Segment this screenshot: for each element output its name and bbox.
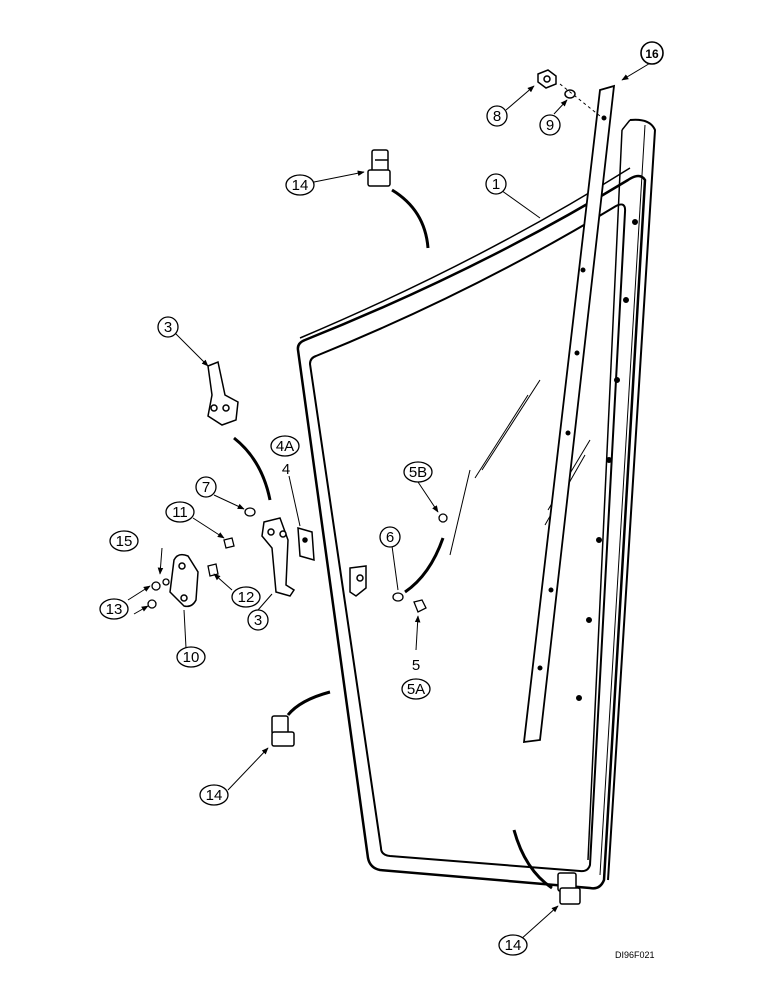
door-glass-panel	[296, 118, 657, 890]
svg-text:5: 5	[412, 657, 420, 674]
svg-text:8: 8	[493, 108, 501, 125]
hinge-part-lower	[261, 517, 296, 597]
callout-10: 10	[176, 646, 206, 668]
seal-strip	[522, 84, 638, 744]
svg-text:16: 16	[645, 47, 659, 61]
svg-text:13: 13	[106, 601, 123, 618]
callout-11: 11	[165, 501, 195, 523]
callout-16: 16	[640, 41, 664, 65]
callout-5b: 5B	[403, 461, 433, 483]
svg-text:3: 3	[164, 319, 172, 336]
nut-part	[537, 69, 557, 89]
callout-4: 4	[282, 461, 290, 478]
svg-text:11: 11	[172, 504, 188, 521]
svg-text:12: 12	[238, 589, 255, 606]
svg-text:4: 4	[282, 461, 290, 478]
panel-tab	[349, 565, 367, 597]
svg-text:7: 7	[202, 479, 210, 496]
clip-part-bottom	[557, 872, 581, 905]
svg-text:14: 14	[206, 787, 223, 804]
clip-part-top	[367, 149, 391, 187]
svg-text:6: 6	[386, 529, 394, 546]
svg-text:1: 1	[492, 176, 500, 193]
callout-14-top: 14	[285, 174, 315, 196]
plate-part	[297, 526, 315, 562]
callout-15: 15	[109, 530, 139, 552]
washer-part	[564, 89, 576, 99]
svg-text:9: 9	[546, 117, 554, 134]
callout-5a: 5A	[401, 678, 431, 700]
callout-6: 6	[379, 526, 401, 548]
svg-text:10: 10	[183, 649, 200, 666]
callout-13: 13	[99, 598, 129, 620]
svg-text:4A: 4A	[276, 438, 294, 455]
svg-text:5B: 5B	[409, 464, 427, 481]
drawing-code: DI96F021	[615, 950, 655, 960]
callout-3-lower: 3	[247, 609, 269, 631]
svg-text:15: 15	[116, 533, 133, 550]
svg-text:5A: 5A	[407, 681, 425, 698]
callout-14-bottom: 14	[498, 934, 528, 956]
svg-text:3: 3	[254, 612, 262, 629]
callout-12: 12	[231, 586, 261, 608]
callout-5: 5	[412, 657, 420, 674]
latch-plate-part	[169, 553, 199, 608]
callout-1: 1	[485, 173, 507, 195]
svg-text:14: 14	[505, 937, 522, 954]
callout-3-upper: 3	[157, 316, 179, 338]
callout-7: 7	[195, 476, 217, 498]
callout-8: 8	[486, 105, 508, 127]
svg-text:14: 14	[292, 177, 309, 194]
assembly-arcs	[233, 188, 553, 890]
callout-14-mid: 14	[199, 784, 229, 806]
callout-4a: 4A	[270, 435, 300, 457]
leader-lines	[127, 61, 653, 941]
callout-9: 9	[539, 114, 561, 136]
clip-part-mid	[271, 715, 295, 747]
bolt-part	[392, 513, 448, 613]
hinge-part-upper	[207, 360, 239, 426]
small-fasteners	[147, 507, 256, 609]
